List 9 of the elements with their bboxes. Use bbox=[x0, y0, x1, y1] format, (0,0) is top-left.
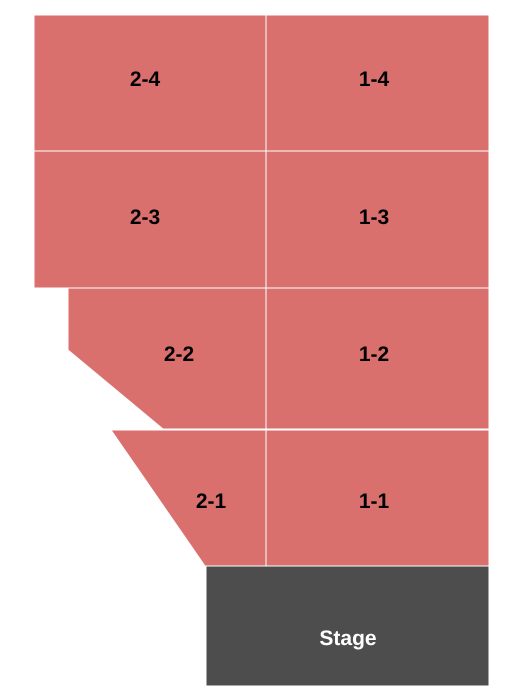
section-label: 2-3 bbox=[130, 206, 160, 230]
section-label: 2-1 bbox=[196, 490, 226, 514]
section-label: 1-3 bbox=[358, 206, 390, 230]
section-label: 1-4 bbox=[358, 68, 390, 92]
section-label: 1-1 bbox=[358, 490, 390, 514]
section-label: 2-2 bbox=[164, 343, 194, 367]
stage-label: Stage bbox=[319, 627, 377, 651]
section-label: 1-2 bbox=[358, 343, 390, 367]
section-label: 2-4 bbox=[130, 68, 160, 92]
